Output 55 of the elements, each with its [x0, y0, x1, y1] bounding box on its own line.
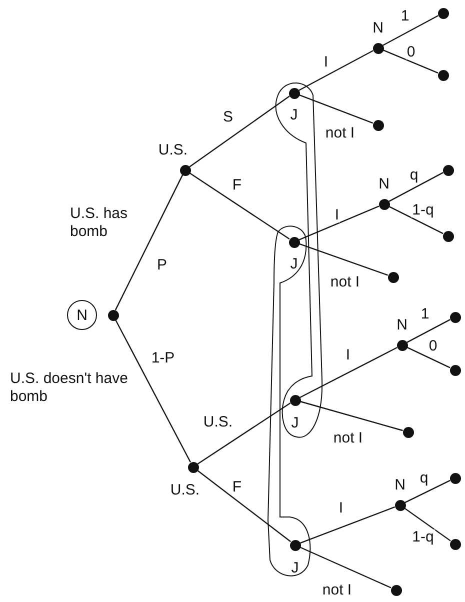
edge-label: I [322, 54, 330, 70]
player-label: J [290, 256, 298, 272]
tree-branch [404, 480, 450, 504]
player-label: J [291, 416, 299, 430]
tree-branch [300, 346, 398, 398]
tree-branch [114, 174, 184, 310]
branch-note: U.S. has bomb [70, 205, 129, 241]
edge-label: U.S. [202, 414, 234, 430]
player-label: N [372, 20, 384, 36]
tree-branch [388, 206, 444, 234]
edge-label: I [338, 500, 344, 516]
edge-label: 1-P [150, 350, 176, 366]
player-label: U.S. [170, 482, 200, 498]
edge-label: not I [329, 274, 361, 290]
tree-branch [189, 172, 290, 240]
player-label: N [378, 176, 390, 192]
edge-label: S [222, 110, 234, 124]
tree-branch [388, 172, 444, 202]
tree-branch [298, 206, 380, 240]
tree-branch [115, 320, 191, 462]
edge-label: 1 [400, 8, 410, 24]
tree-branch [406, 319, 450, 343]
branch-note: U.S. doesn't have bomb [10, 370, 129, 406]
edge-label: not I [332, 430, 364, 446]
tree-branch [300, 546, 392, 588]
edge-label: 1 [420, 306, 430, 322]
edge-label: F [231, 480, 243, 494]
tree-branch [404, 508, 451, 542]
edge-label: not I [324, 126, 356, 140]
tree-branch [300, 400, 403, 432]
edge-label: 1-q [411, 202, 435, 218]
tree-branch [197, 402, 291, 464]
edge-label: 0 [428, 338, 438, 354]
chance-node-circle: N [67, 300, 97, 330]
edge-label: P [156, 258, 168, 272]
tree-branch [197, 470, 291, 542]
tree-branch [189, 96, 290, 168]
edge-label: 1-q [411, 530, 435, 544]
edge-label: I [334, 208, 340, 222]
edge-label: F [231, 178, 243, 192]
tree-branch [298, 94, 374, 124]
player-label: N [396, 318, 408, 332]
edge-label: I [344, 348, 352, 362]
player-label: J [290, 108, 298, 122]
tree-branch [300, 506, 396, 544]
player-label: N [394, 478, 406, 492]
player-label: J [291, 560, 299, 576]
tree-branch [298, 243, 388, 276]
tree-branch [382, 15, 438, 46]
edge-label: 0 [406, 44, 416, 60]
tree-branch [406, 346, 450, 368]
tree-branch [382, 50, 438, 74]
tree-branch [298, 50, 374, 91]
edge-label: not I [321, 582, 353, 598]
player-label: U.S. [158, 142, 188, 158]
